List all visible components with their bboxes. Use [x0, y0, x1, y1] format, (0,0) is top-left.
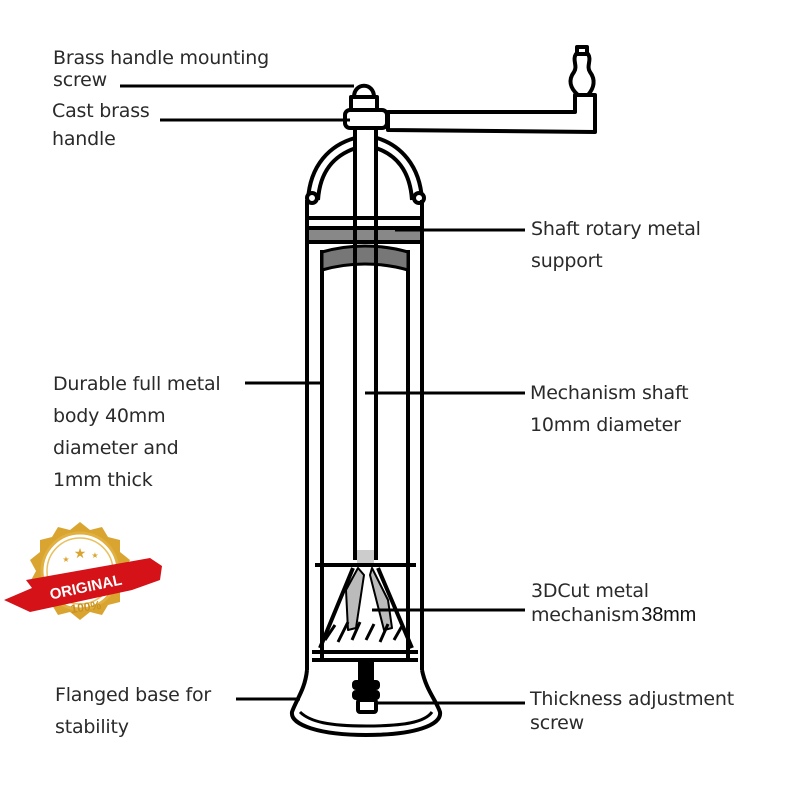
original-badge: ★ ★ ★ ORIGINAL 100%	[4, 522, 162, 620]
label-cast-handle: Cast brass handle	[52, 97, 150, 153]
adjustment-screw	[352, 660, 380, 714]
label-line: 1mm thick	[53, 469, 153, 491]
label-line: Flanged base for	[55, 684, 211, 706]
label-line: 10mm diameter	[530, 414, 681, 436]
label-size: 38mm	[641, 604, 697, 626]
leader-lines	[120, 84, 525, 705]
svg-text:★: ★	[74, 546, 87, 562]
label-line: Cast brass	[52, 100, 150, 122]
grinding-mechanism	[312, 563, 418, 662]
svg-text:★: ★	[62, 555, 69, 564]
label-line: stability	[55, 716, 129, 738]
label-line: Shaft rotary metal	[531, 218, 701, 240]
label-shaft-support: Shaft rotary metal support	[531, 213, 701, 277]
label-line: Brass handle mounting	[53, 47, 269, 69]
label-line: Thickness adjustment	[530, 688, 735, 710]
dome-frame	[305, 136, 426, 205]
svg-text:★: ★	[91, 551, 98, 560]
label-line: 3DCut metal	[531, 580, 649, 602]
label-line: body 40mm	[53, 405, 166, 427]
label-line: handle	[52, 128, 116, 150]
label-line: diameter and	[53, 437, 179, 459]
body-tube	[305, 200, 424, 670]
label-line: Durable full metal	[53, 373, 221, 395]
top-screw	[343, 83, 389, 130]
label-body: Durable full metal body 40mm diameter an…	[53, 368, 221, 496]
crank-handle	[386, 45, 597, 134]
label-adjust-screw: Thickness adjustment screw	[530, 687, 734, 735]
label-mechanism-shaft: Mechanism shaft 10mm diameter	[530, 377, 689, 441]
label-line: mechanism	[531, 604, 640, 626]
label-mounting-screw: Brass handle mounting screw	[53, 42, 269, 96]
label-line: screw	[530, 712, 584, 734]
shaft-support	[305, 216, 424, 272]
label-line: Mechanism shaft	[530, 382, 689, 404]
label-line: screw	[53, 69, 107, 91]
shaft	[353, 125, 378, 564]
label-base: Flanged base for stability	[55, 679, 211, 743]
label-line: support	[531, 250, 603, 272]
flanged-base	[290, 669, 443, 737]
badge-subtext: 100%	[70, 598, 103, 616]
